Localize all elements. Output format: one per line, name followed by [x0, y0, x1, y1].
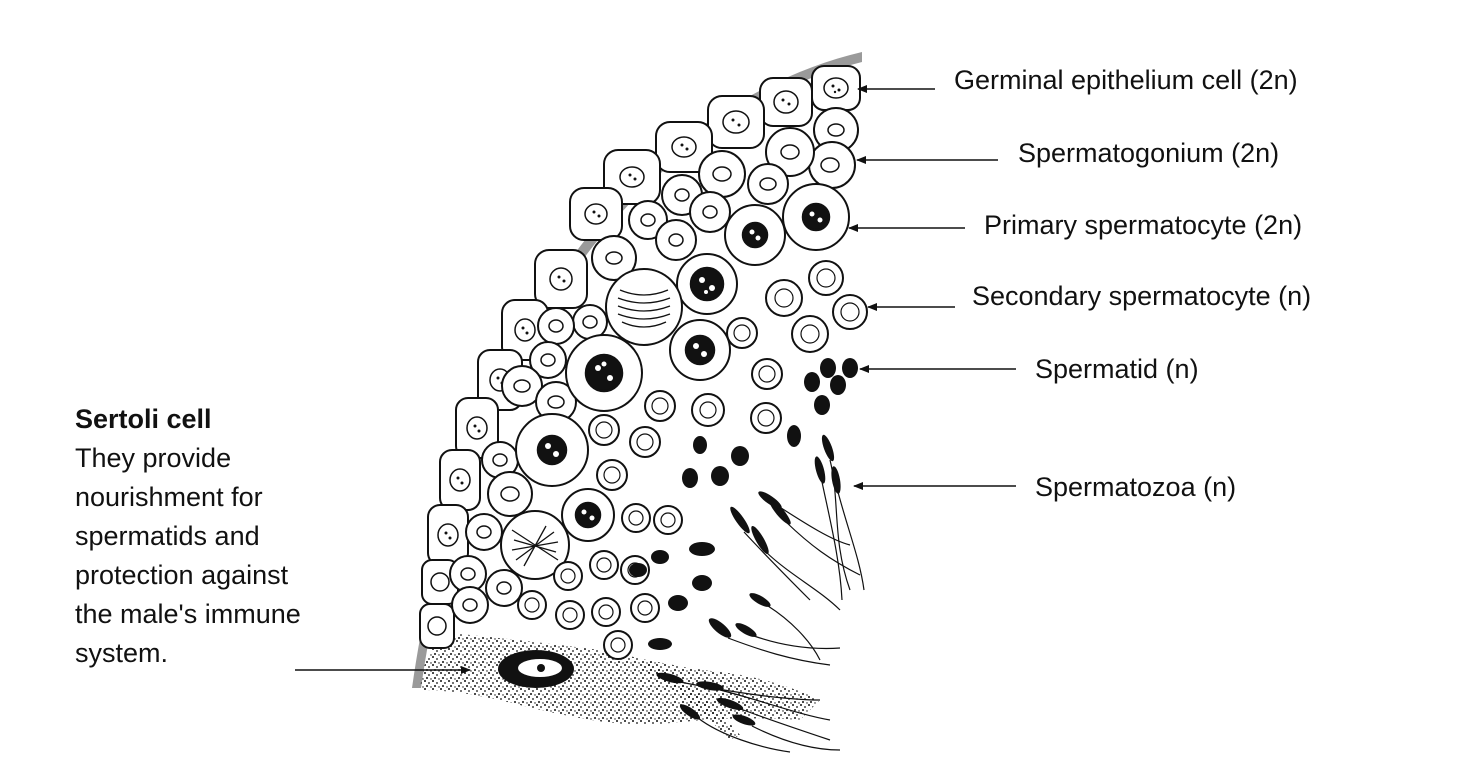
secondary-spermatocyte-nuclei	[524, 268, 860, 653]
label-germinal-text: Germinal epithelium cell (2n)	[954, 65, 1298, 95]
label-spermatozoa: Spermatozoa (n)	[1017, 456, 1337, 530]
spermatozoa-tails	[679, 459, 865, 753]
label-arrows	[295, 85, 1016, 674]
germinal-nuclei	[427, 77, 849, 636]
label-spermatid-text: Spermatid (n)	[1035, 354, 1199, 384]
label-germinal-epithelium: Germinal epithelium cell (2n)	[936, 57, 1366, 121]
sertoli-cell-annotation: Sertoli cell They provide nourishment fo…	[75, 400, 310, 673]
label-spermatogonium-text: Spermatogonium (2n)	[1018, 138, 1280, 168]
primary-spermatocytes	[500, 183, 850, 580]
spermatogonia-nuclei	[460, 123, 845, 612]
label-secondary-text: Secondary spermatocyte (n)	[972, 281, 1312, 311]
label-primary-spermatocyte: Primary spermatocyte (2n)	[966, 198, 1346, 262]
spermatozoa-heads	[656, 434, 841, 726]
meiotic-spindles	[511, 289, 671, 567]
label-primary-text: Primary spermatocyte (2n)	[984, 210, 1303, 240]
label-spermatogonium: Spermatogonium (2n)	[1000, 126, 1335, 190]
sertoli-description: They provide nourishment for spermatids …	[75, 443, 301, 668]
primary-spermatocyte-nuclei	[536, 202, 831, 529]
sertoli-extension	[640, 662, 740, 740]
spermatids	[629, 358, 858, 650]
label-spermatid: Spermatid (n)	[1017, 340, 1337, 406]
label-spermatozoa-text: Spermatozoa (n)	[1035, 472, 1237, 502]
sertoli-title: Sertoli cell	[75, 404, 212, 434]
